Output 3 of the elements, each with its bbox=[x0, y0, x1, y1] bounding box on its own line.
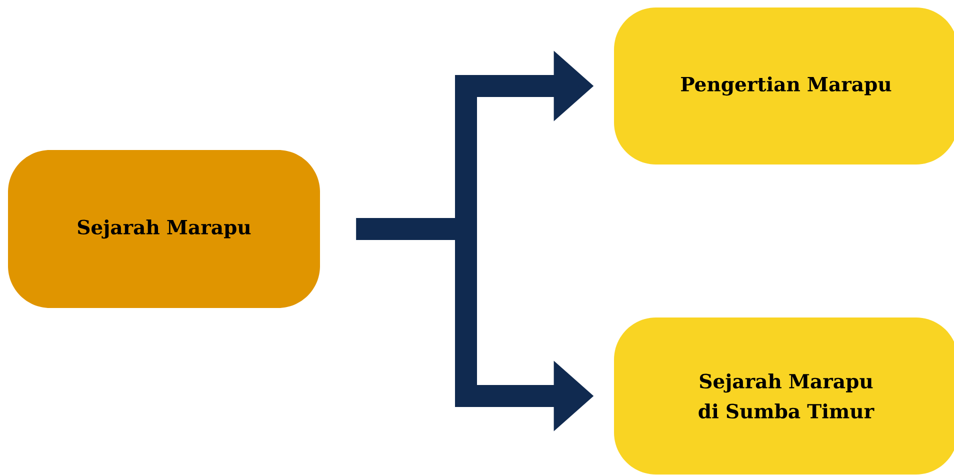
rounded-box: Pengertian Marapu bbox=[614, 8, 954, 164]
rounded-box: Sejarah Marapu bbox=[8, 150, 320, 308]
rounded-box: Sejarah Marapu di Sumba Timur bbox=[614, 318, 954, 474]
